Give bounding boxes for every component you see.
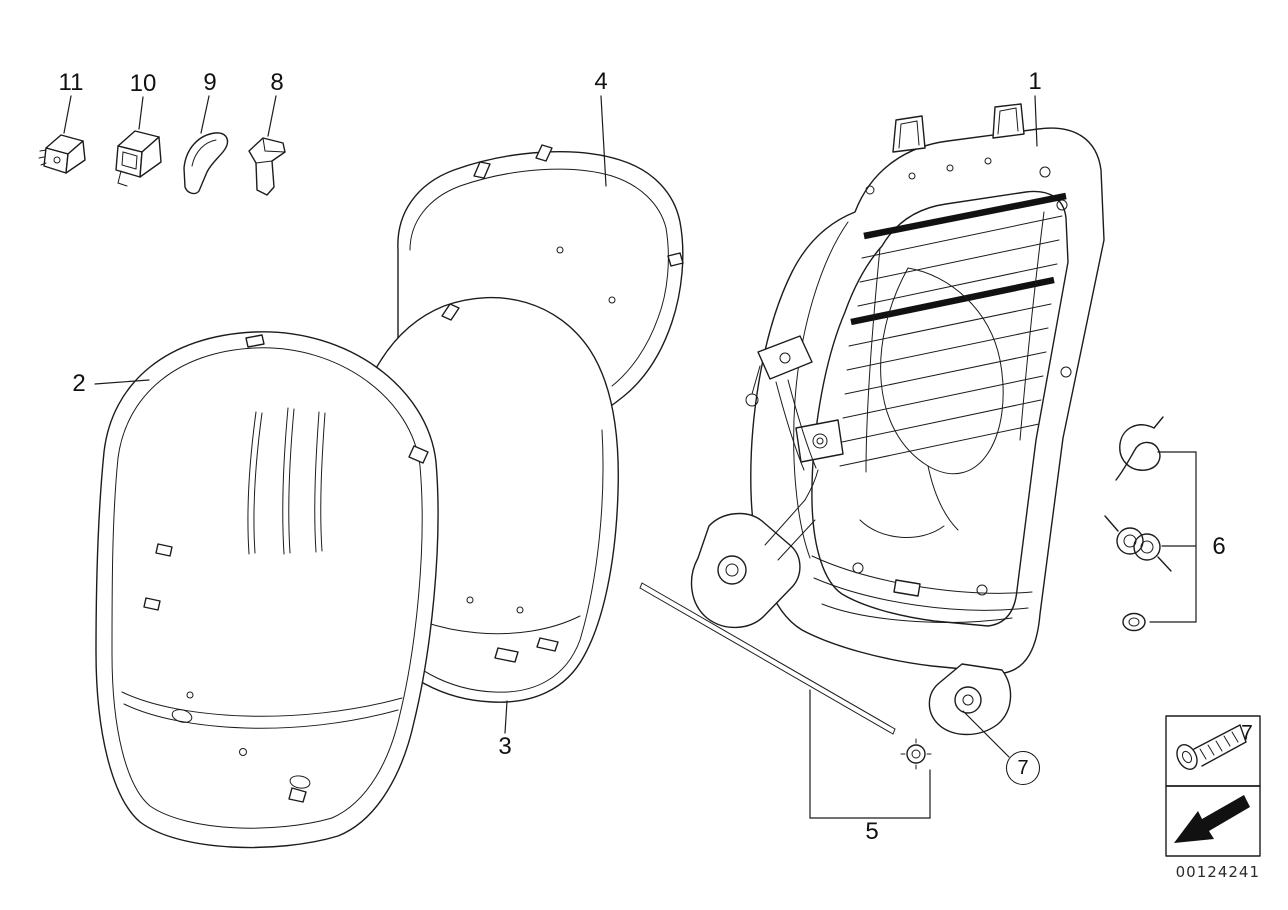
callout-7-legend[interactable]: 7 <box>1241 721 1253 745</box>
direction-arrow-icon[interactable] <box>1174 795 1250 843</box>
callout-2[interactable]: 2 <box>72 370 86 397</box>
callout-5[interactable]: 5 <box>865 818 879 845</box>
part-1-frame-drawing <box>690 103 1105 736</box>
callout-7-circled[interactable]: 7 <box>1006 751 1040 785</box>
part-2-rear-panel-drawing <box>95 331 439 849</box>
callout-4[interactable]: 4 <box>594 68 608 95</box>
part-8-clip-drawing <box>248 137 286 196</box>
screw-icon <box>1176 724 1247 770</box>
callout-3[interactable]: 3 <box>498 733 512 760</box>
legend-box <box>1165 715 1261 857</box>
callout-8[interactable]: 8 <box>270 69 284 96</box>
part-10-clip-drawing <box>115 130 162 187</box>
doc-number: 00124241 <box>1175 863 1260 881</box>
part-6-springs-drawing <box>1104 416 1172 632</box>
part-9-clip-drawing <box>183 132 229 195</box>
leader-lines <box>63 95 1197 819</box>
callout-9[interactable]: 9 <box>203 69 217 96</box>
part-5-rod-drawing <box>639 582 932 770</box>
callout-11[interactable]: 11 <box>58 69 84 96</box>
callout-10[interactable]: 10 <box>129 70 157 97</box>
part-11-clip-drawing <box>38 134 86 174</box>
callout-6[interactable]: 6 <box>1212 533 1226 560</box>
callout-1[interactable]: 1 <box>1028 68 1042 95</box>
